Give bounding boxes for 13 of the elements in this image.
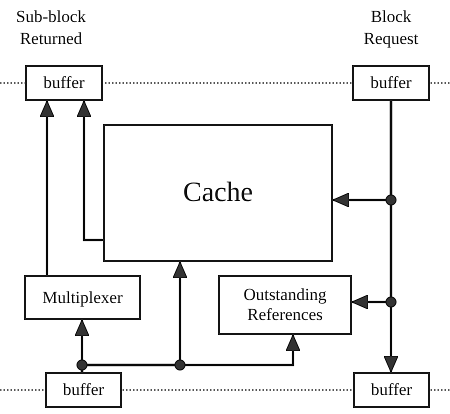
arrow — [80, 334, 300, 372]
multiplexer-box: Multiplexer — [24, 275, 141, 320]
bus-label: Sub-block Returned — [15, 6, 87, 50]
buffer-box: buffer — [353, 372, 430, 408]
cache-box: Cache — [103, 124, 333, 262]
references-box: Outstanding References — [218, 275, 352, 335]
arrow — [76, 100, 103, 242]
arrow — [40, 100, 54, 275]
buffer-box: buffer — [25, 65, 103, 101]
buffer-box: buffer — [45, 372, 122, 408]
bus-label: Block Request — [362, 6, 420, 50]
buffer-box: buffer — [352, 65, 430, 101]
arrow — [352, 101, 392, 310]
